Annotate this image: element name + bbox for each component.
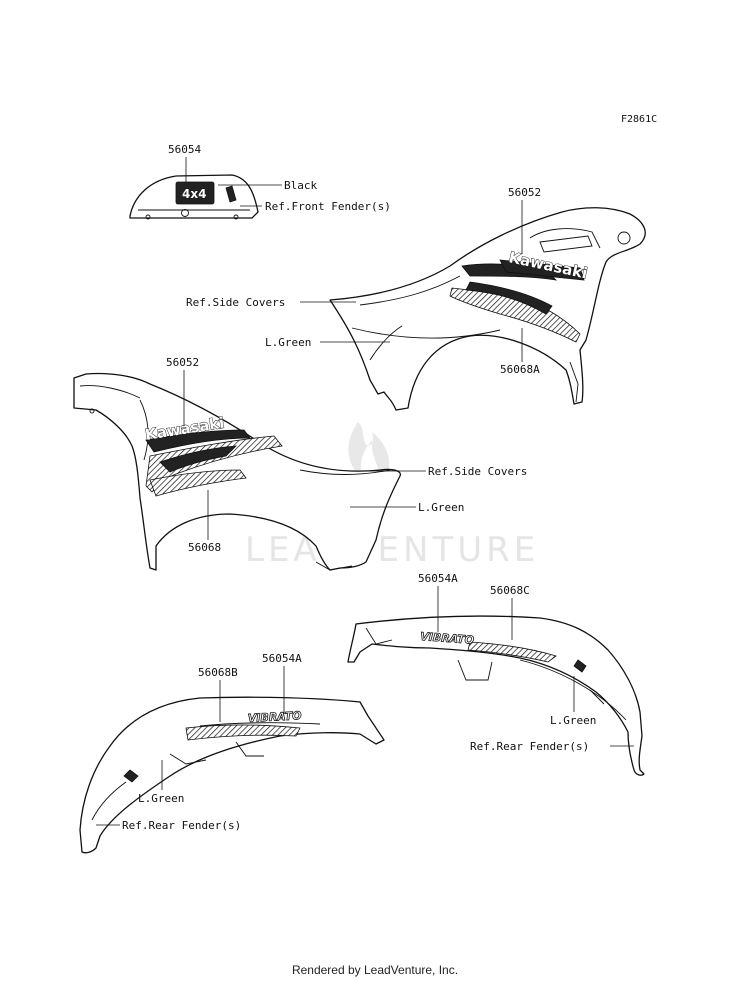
label-56052-left: 56052 [166, 356, 199, 369]
label-56068C: 56068C [490, 584, 530, 597]
svg-text:VIBRATO: VIBRATO [247, 709, 301, 725]
svg-text:4x4: 4x4 [182, 187, 206, 201]
left-rear-fender-part [79, 696, 385, 854]
label-56068B: 56068B [198, 666, 238, 679]
left-side-cover-part [73, 372, 402, 571]
right-side-cover-part [329, 207, 646, 411]
svg-text:VIBRATO: VIBRATO [420, 630, 475, 647]
label-black: Black [284, 179, 317, 192]
label-56068: 56068 [188, 541, 221, 554]
label-lgreen-2: L.Green [418, 501, 464, 514]
label-ref-side-covers-2: Ref.Side Covers [428, 465, 527, 478]
vibrato-decal-right: VIBRATO [419, 630, 475, 648]
label-56068A: 56068A [500, 363, 540, 376]
label-lgreen-4: L.Green [138, 792, 184, 805]
label-56054A-right: 56054A [418, 572, 458, 585]
label-ref-rear-fender-1: Ref.Rear Fender(s) [470, 740, 589, 753]
label-ref-rear-fender-2: Ref.Rear Fender(s) [122, 819, 241, 832]
badge-4x4-decal: 4x4 [175, 181, 215, 205]
vibrato-decal-left: VIBRATO [247, 709, 302, 726]
right-rear-fender-part [347, 615, 645, 776]
label-ref-side-covers-1: Ref.Side Covers [186, 296, 285, 309]
label-56052-top: 56052 [508, 186, 541, 199]
label-lgreen-3: L.Green [550, 714, 596, 727]
label-ref-front-fender: Ref.Front Fender(s) [265, 200, 391, 213]
footer-credit: Rendered by LeadVenture, Inc. [291, 963, 459, 977]
label-56054A-left: 56054A [262, 652, 302, 665]
figure-code: F2861C [621, 114, 657, 125]
svg-text:LEADVENTURE: LEADVENTURE [245, 530, 539, 570]
label-56054: 56054 [168, 143, 201, 156]
label-lgreen-1: L.Green [265, 336, 311, 349]
